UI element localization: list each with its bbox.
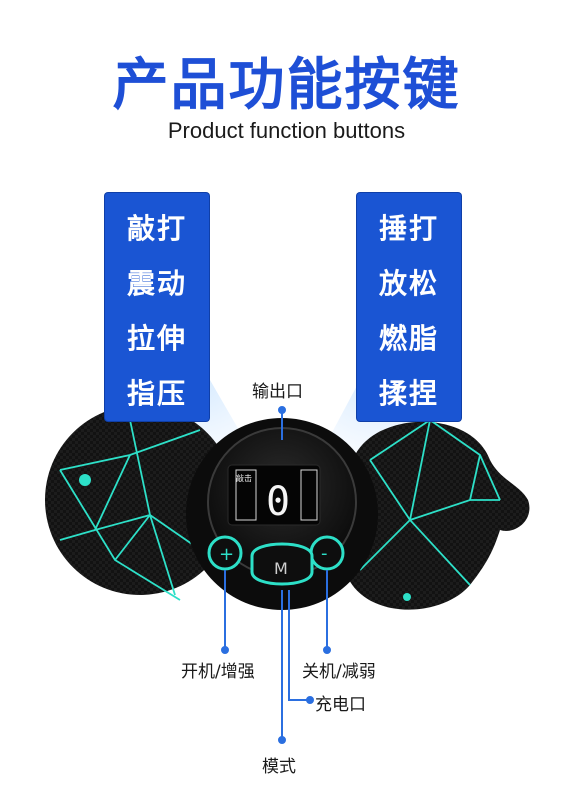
- power-increase-label: 开机/增强: [181, 662, 255, 682]
- function-item-vibrate: 震动: [126, 267, 187, 300]
- function-item-stretch: 拉伸: [126, 322, 187, 355]
- left-pad: [45, 405, 235, 601]
- mode-icon: M: [274, 559, 288, 578]
- page-title: 产品功能按键: [112, 53, 461, 118]
- mode-button[interactable]: M: [250, 542, 314, 586]
- plus-icon: +: [219, 544, 234, 565]
- charging-port-label: 充电口: [315, 695, 366, 715]
- minus-button[interactable]: -: [309, 535, 345, 571]
- right-function-panel: 捶打 放松 燃脂 揉捏: [357, 193, 461, 421]
- control-hub: 敲击 0 + - M: [186, 418, 378, 610]
- function-item-pound: 捶打: [378, 212, 439, 245]
- output-port-label: 输出口: [252, 382, 303, 402]
- minus-icon: -: [321, 543, 328, 564]
- function-item-fat-burn: 燃脂: [378, 322, 439, 355]
- display-digit: 0: [266, 479, 290, 525]
- display-mode-label: 敲击: [236, 473, 252, 483]
- power-off-decrease-label: 关机/减弱: [302, 662, 376, 682]
- function-item-knock: 敲打: [126, 212, 187, 245]
- function-item-knead: 揉捏: [378, 377, 439, 410]
- function-item-relax: 放松: [378, 267, 439, 300]
- function-item-acupressure: 指压: [126, 377, 187, 410]
- plus-button[interactable]: +: [207, 535, 243, 571]
- page-subtitle: Product function buttons: [167, 118, 406, 143]
- left-function-panel: 敲打 震动 拉伸 指压: [105, 193, 209, 421]
- right-pad: [345, 418, 530, 610]
- mode-label: 模式: [262, 757, 296, 777]
